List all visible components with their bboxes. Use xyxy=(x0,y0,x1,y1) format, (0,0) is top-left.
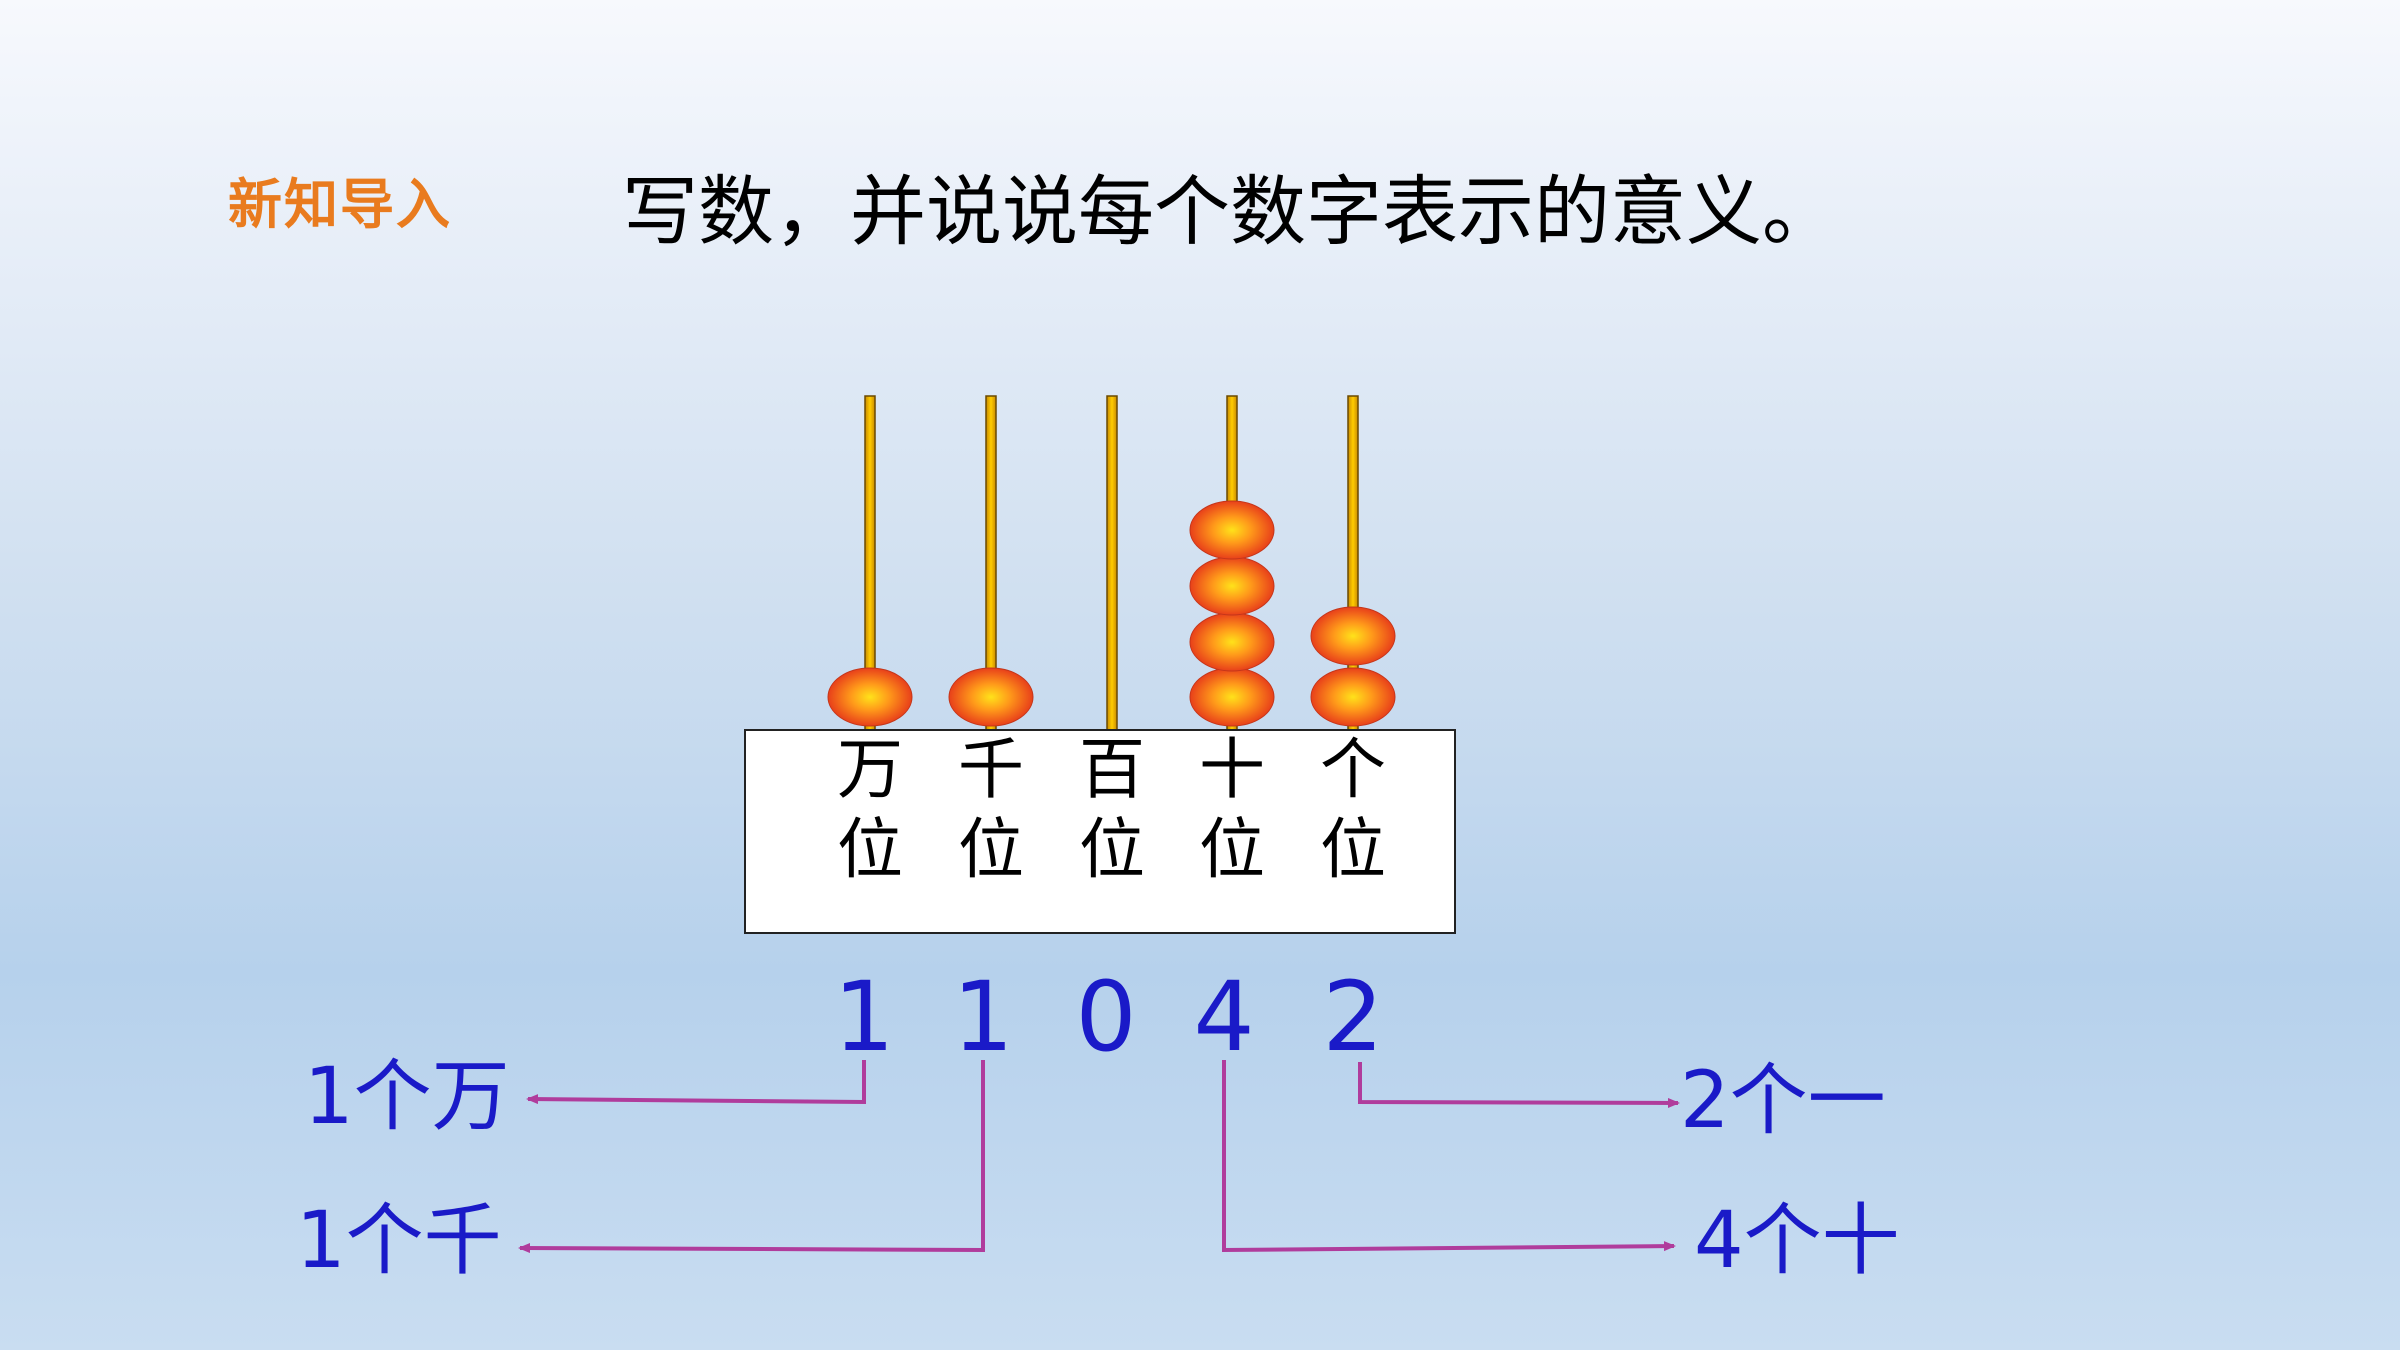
place-label-bottom: 位 xyxy=(1320,811,1386,888)
place-label-bottom: 位 xyxy=(1079,811,1145,888)
arrow-qian xyxy=(518,1060,985,1254)
meaning-arrows xyxy=(518,1060,1680,1254)
place-label-top: 千 xyxy=(958,731,1024,808)
place-label-bottom: 位 xyxy=(1199,811,1265,888)
bead-shi-3 xyxy=(1189,556,1275,616)
place-value-box xyxy=(744,729,1456,934)
place-label-bottom: 位 xyxy=(958,811,1024,888)
place-label-ge: 个 位 xyxy=(1303,730,1403,890)
bead-ge-2 xyxy=(1310,606,1396,666)
place-label-shi: 十 位 xyxy=(1182,730,1282,890)
digit-qian: 1 xyxy=(952,961,1014,1073)
meaning-wan: 1个万 xyxy=(304,1052,510,1142)
rod-bai xyxy=(1106,395,1118,731)
digit-wan: 1 xyxy=(833,961,895,1073)
bead-shi-1 xyxy=(1189,667,1275,727)
place-label-bai: 百 位 xyxy=(1062,730,1162,890)
section-tag: 新知导入 xyxy=(228,173,452,236)
digit-bai: 0 xyxy=(1075,961,1137,1073)
meaning-qian: 1个千 xyxy=(296,1196,502,1286)
bead-shi-2 xyxy=(1189,612,1275,672)
place-label-top: 个 xyxy=(1320,731,1386,808)
place-label-qian: 千 位 xyxy=(941,730,1041,890)
meaning-ge: 2个一 xyxy=(1680,1056,1886,1146)
instruction-title: 写数，并说说每个数字表示的意义。 xyxy=(622,167,1838,256)
digit-ge: 2 xyxy=(1322,961,1384,1073)
place-label-wan: 万 位 xyxy=(820,730,920,890)
bead-wan-1 xyxy=(827,667,913,727)
bead-ge-1 xyxy=(1310,667,1396,727)
arrow-shi xyxy=(1222,1060,1676,1253)
place-label-bottom: 位 xyxy=(837,811,903,888)
place-label-top: 百 xyxy=(1079,731,1145,808)
abacus-beads xyxy=(827,500,1396,727)
place-label-top: 万 xyxy=(837,731,903,808)
place-label-top: 十 xyxy=(1199,731,1265,808)
arrow-wan xyxy=(526,1060,866,1105)
arrow-ge xyxy=(1358,1062,1680,1108)
bead-shi-4 xyxy=(1189,500,1275,560)
meaning-shi: 4个十 xyxy=(1694,1196,1900,1286)
digit-shi: 4 xyxy=(1193,961,1255,1073)
bead-qian-1 xyxy=(948,667,1034,727)
abacus-rods xyxy=(864,395,1359,731)
